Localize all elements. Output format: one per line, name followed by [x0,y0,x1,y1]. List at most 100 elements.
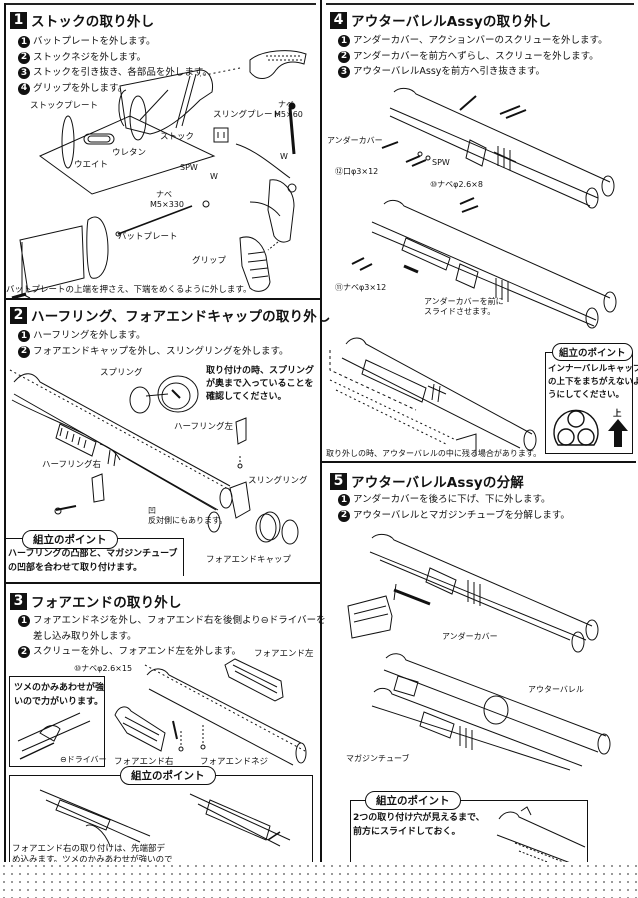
step-number: 1 [18,36,30,48]
section-divider [4,298,320,300]
step-text: ストックネジを外します。 [33,51,147,63]
step-number: 1 [18,615,30,627]
section-divider [322,461,636,463]
label-magazine-tube: マガジンチューブ [346,754,410,763]
footnote: バットプレートの上端を押さえ、下端をめくるように外します。 [6,285,252,295]
step-text: アンダーカバー、アクションバーのスクリューを外します。 [353,35,608,46]
label-half-ring-left: ハーフリング左 [174,422,233,432]
label-washer: W [210,172,218,181]
outer-barrel-disassembly-diagram [320,530,638,770]
spring-note: 取り付けの時、スプリング が奥まで入っていることを 確認してください。 [206,366,315,402]
scan-halftone-band [0,862,638,898]
up-arrow-icon [608,419,628,447]
section-title: ハーフリング、フォアエンドキャップの取り外し [31,309,331,325]
label-foreend-right: フォアエンド右 [114,757,174,767]
label-sling-plate: スリングプレート [213,110,282,120]
assembly-point-box: 組立のポイント インナーバレルキャップ の上下をまちがえないよ うにしてください… [545,343,638,454]
outer-barrel-removal-diagram [326,330,536,450]
step-number: 2 [18,345,30,358]
step-number: 1 [338,35,350,47]
step-text: フォアエンドネジを外し、フォアエンド右を後側より⊖ドライバーを 差し込み取り外し… [33,615,326,642]
label-half-ring-right: ハーフリング右 [42,460,101,470]
section-number: 4 [330,11,347,29]
label-up: 上 [613,409,622,419]
label-urethane: ウレタン [112,148,147,158]
step-number: 3 [18,67,30,79]
label-screw-nabe: ⑩ナベφ2.6×15 [74,664,133,673]
label-grip: グリップ [192,256,227,266]
section-title: アウターバレルAssyの分解 [351,475,524,491]
assembly-illustration [30,786,310,848]
label-sling-ring: スリングリング [248,476,308,486]
driver-illustration [10,707,106,765]
top-rule [326,3,634,5]
step-text: アウターバレルAssyを前方へ引き抜きます。 [353,66,545,77]
label-driver: ⊖ドライバー [60,755,107,764]
label-spw: SPW [432,158,450,167]
label-screw-m5x60: M5×60 [274,110,303,119]
section-title: フォアエンドの取り外し [31,595,182,611]
section-header: 5 アウターバレルAssyの分解 [330,471,524,491]
assembly-point-title: 組立のポイント [365,791,461,810]
inner-barrel-cap-icon [550,405,630,453]
label-slide-note: アンダーカバーを前に スライドさせます。 [424,297,504,316]
section-title: ストックの取り外し [31,14,155,30]
top-rule [4,3,316,5]
label-nabe: ナベ [156,190,172,199]
step-number: 2 [18,51,30,64]
label-spring: スプリング [100,368,143,378]
section-number: 5 [330,472,347,490]
assembly-point-title: 組立のポイント [22,530,118,549]
step-number: 1 [18,330,30,342]
assembly-point-text: 2つの取り付け穴が見えるまで、 前方にスライドしておく。 [353,813,485,837]
step-text: ハーフリングを外します。 [33,330,146,341]
section-number: 2 [10,306,27,324]
label-nabe: ナベ [278,100,294,109]
section-header: 3 フォアエンドの取り外し [10,591,182,611]
label-spw: SPW [180,163,198,172]
assembly-point-text: ハーフリングの凸部と、マガジンチューブ の凹部を合わせて取り付けます。 [8,549,178,573]
label-stock-plate: ストックプレート [30,101,99,111]
label-foreend-cap: フォアエンドキャップ [206,555,292,565]
assembly-point-box: 組立のポイント フォアエンド右の取り付けは、先端部デ め込みます。ツメのかみあわ… [9,766,313,870]
label-stock: ストック [160,132,195,142]
column-divider [320,0,322,862]
assembly-point-text: インナーバレルキャップ の上下をまちがえないよ うにしてください。 [548,364,638,400]
label-outer-barrel: アウターバレル [528,685,584,694]
step-text: グリップを外します。 [33,82,128,94]
label-screw-pan-3x12: ⑫口φ3×12 [335,167,379,176]
label-foreend-left: フォアエンド左 [254,649,314,659]
callout-box: ツメのかみあわせが強 いので力がいります。 ⊖ドライバー [9,676,107,767]
outer-barrel-diagram [320,88,638,338]
step-number: 4 [18,82,30,95]
step-number: 2 [338,50,350,63]
section-header: 4 アウターバレルAssyの取り外し [330,10,551,30]
label-foreend-screw: フォアエンドネジ [200,757,269,767]
label-under-cover: アンダーカバー [327,136,383,145]
step-number: 3 [338,66,350,78]
label-screw-nabe-2.6x8: ⑩ナベφ2.6×8 [430,180,483,189]
step-text: アンダーカバーを後ろに下げ、下に外します。 [353,494,551,505]
section-title: アウターバレルAssyの取り外し [351,14,552,30]
step-text: アウターバレルとマガジンチューブを分解します。 [353,509,570,521]
section-number: 3 [10,592,27,610]
stock-exploded-diagram [0,30,320,300]
section-divider [4,582,320,584]
assembly-point-text: フォアエンド右の取り付けは、先端部デ め込みます。ツメのかみあわせが強いので [12,844,173,865]
